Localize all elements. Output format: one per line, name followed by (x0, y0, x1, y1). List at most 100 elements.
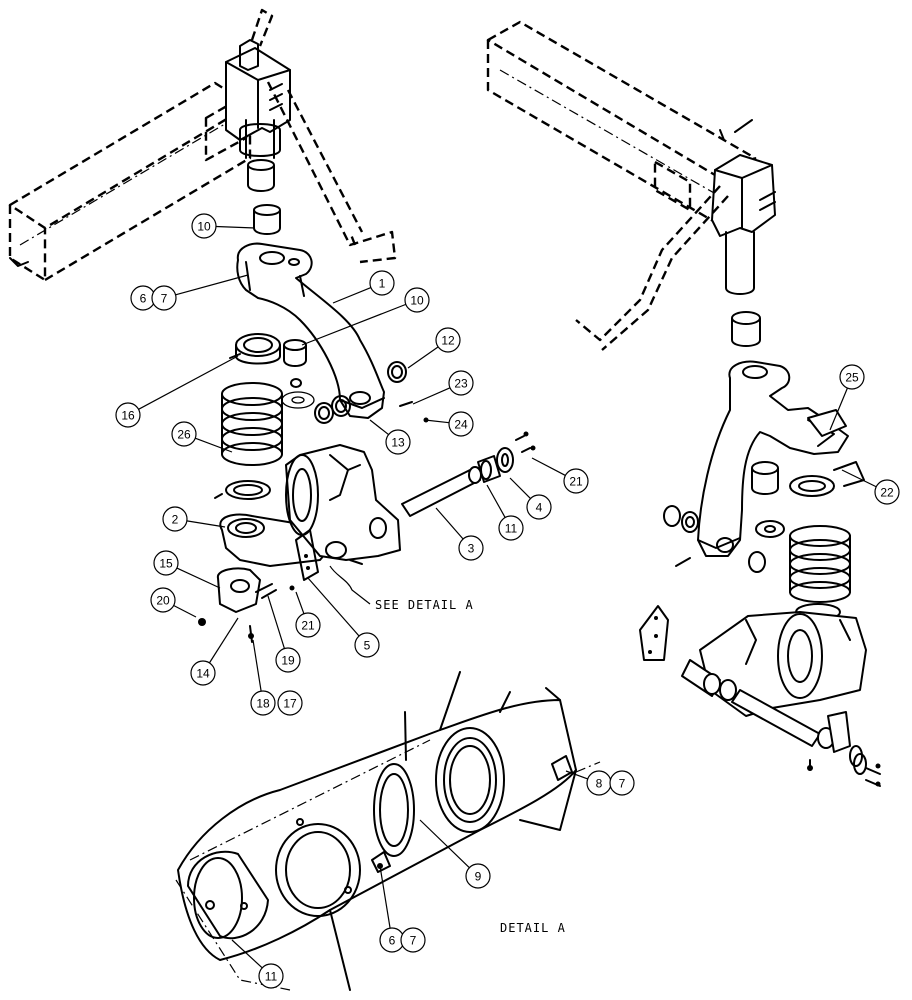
leader-line-7 (175, 274, 249, 296)
callout-number: 11 (505, 522, 518, 536)
leader-line-20 (173, 604, 197, 618)
callout-circle (385, 429, 411, 455)
callout-4: 4 (526, 494, 552, 520)
callout-7: 7 (609, 770, 635, 796)
callout-circle (295, 612, 321, 638)
callout-10: 10 (191, 213, 217, 239)
callout-number: 21 (569, 475, 583, 489)
callout-number: 1 (379, 277, 386, 291)
callout-7: 7 (151, 285, 177, 311)
callout-5: 5 (354, 632, 380, 658)
leader-line-1 (332, 286, 372, 304)
callout-number: 21 (301, 619, 315, 633)
callout-11: 11 (498, 515, 524, 541)
callout-circle (190, 660, 216, 686)
callout-number: 22 (880, 486, 894, 500)
callout-circle (839, 364, 865, 390)
axle-3-and-bushing (401, 431, 536, 517)
callout-circle (526, 494, 552, 520)
callout-1: 1 (369, 270, 395, 296)
callout-number: 6 (140, 292, 147, 306)
see-detail-note: SEE DETAIL A (329, 565, 474, 612)
callout-number: 19 (281, 654, 295, 668)
leader-line-10 (301, 303, 407, 346)
leader-line-23 (412, 387, 451, 405)
arm-1 (236, 242, 385, 419)
callout-number: 13 (391, 436, 405, 450)
spring-26 (214, 382, 283, 500)
leader-line-5 (307, 577, 360, 637)
leader-line-26 (195, 437, 233, 453)
callout-8: 8 (586, 770, 612, 796)
callout-18: 18 (250, 690, 276, 716)
detail-a-title: DETAIL A (500, 921, 566, 935)
callout-circle (258, 963, 284, 989)
callout-6: 6 (130, 285, 156, 311)
callout-16: 16 (115, 402, 141, 428)
callout-number: 10 (197, 220, 211, 234)
callout-3: 3 (458, 535, 484, 561)
callout-circle (151, 285, 177, 311)
callout-number: 16 (121, 409, 135, 423)
callout-circle (874, 479, 900, 505)
callout-circle (162, 506, 188, 532)
callout-19: 19 (275, 647, 301, 673)
callout-26: 26 (171, 421, 197, 447)
leader-line-6 (379, 865, 391, 929)
callout-circle (435, 327, 461, 353)
leader-line-15 (176, 567, 221, 589)
leader-line-22 (841, 469, 877, 488)
left-frame-tube (8, 81, 252, 282)
leader-line-25 (829, 387, 848, 431)
callout-13: 13 (385, 429, 411, 455)
callout-number: 7 (161, 292, 168, 306)
callout-number: 9 (475, 870, 482, 884)
leader-line-11 (231, 939, 263, 969)
callout-circle (465, 863, 491, 889)
callout-15: 15 (153, 550, 179, 576)
callout-24: 24 (448, 411, 474, 437)
callout-circle (448, 370, 474, 396)
callout-6: 6 (379, 927, 405, 953)
callout-number: 18 (256, 697, 270, 711)
left-pivot-head (225, 8, 397, 264)
bolts-left (198, 583, 295, 643)
callout-number: 20 (156, 594, 170, 608)
bushing-upper-right (731, 311, 761, 347)
callout-circle (275, 647, 301, 673)
callout-circle (448, 411, 474, 437)
callout-number: 25 (845, 371, 859, 385)
callout-circle (150, 587, 176, 613)
right-pivot-head (575, 119, 776, 351)
leader-line-21 (295, 591, 305, 614)
callout-20: 20 (150, 587, 176, 613)
callout-14: 14 (190, 660, 216, 686)
callout-circle (400, 927, 426, 953)
see-detail-text: SEE DETAIL A (375, 598, 474, 612)
callout-21: 21 (295, 612, 321, 638)
callout-number: 4 (536, 501, 543, 515)
callout-circle (277, 690, 303, 716)
callout-circle (458, 535, 484, 561)
callout-circle (563, 468, 589, 494)
callout-number: 15 (159, 557, 173, 571)
callout-number: 8 (596, 777, 603, 791)
callout-12: 12 (435, 327, 461, 353)
callout-number: 17 (283, 697, 297, 711)
right-spring (789, 525, 851, 621)
callout-10: 10 (404, 287, 430, 313)
callout-7: 7 (400, 927, 426, 953)
bushing-upper-left (247, 159, 281, 235)
callout-number: 12 (441, 334, 455, 348)
callout-number: 11 (265, 970, 278, 984)
axle-bracket (285, 444, 401, 581)
leader-line-12 (407, 346, 439, 369)
leader-line-8 (565, 770, 588, 780)
callout-number: 7 (619, 777, 626, 791)
callout-number: 23 (454, 377, 468, 391)
leader-lines (138, 225, 877, 969)
callout-circle (153, 550, 179, 576)
leader-line-3 (435, 507, 464, 540)
callout-circle (115, 402, 141, 428)
